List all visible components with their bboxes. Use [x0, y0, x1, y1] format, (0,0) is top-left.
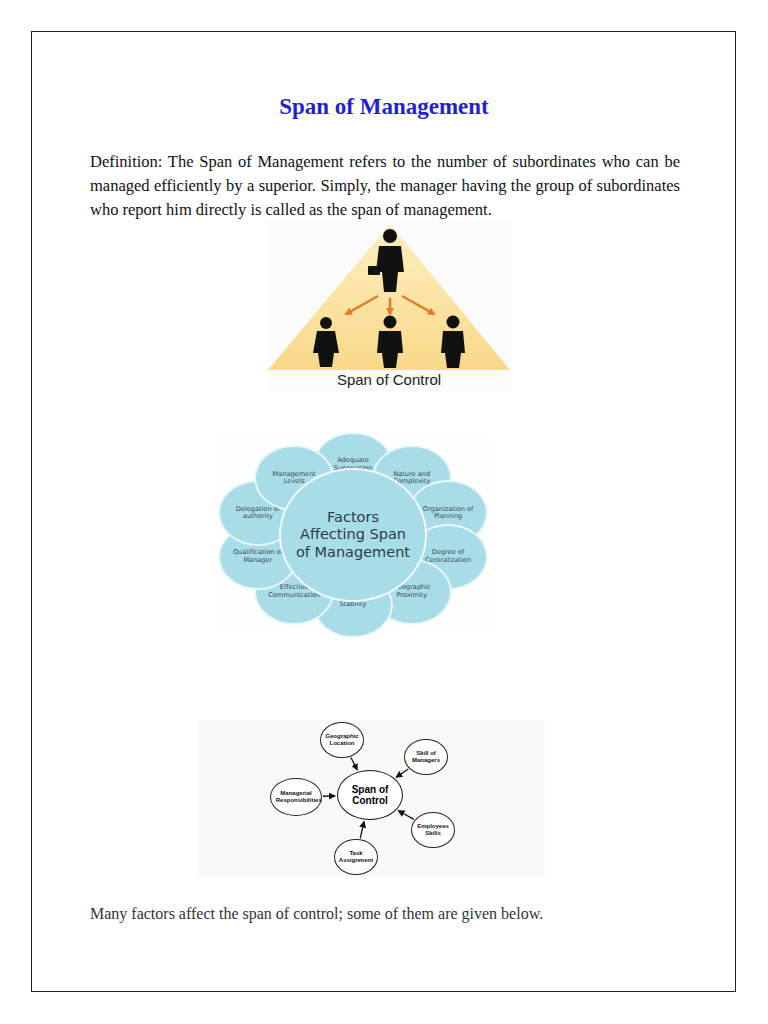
- node-text-group: Factors Affecting Span of Management: [295, 509, 410, 560]
- node-text-group: Organization of Planning: [417, 506, 479, 521]
- figure-caption: Span of Control: [268, 371, 510, 388]
- node-label: Geographic Location: [325, 733, 359, 747]
- node-label: Employees Skills: [416, 823, 450, 837]
- control-circle: Span of Control: [337, 770, 403, 820]
- influence-arrow: [351, 758, 357, 770]
- node-label: Factors Affecting Span of Management: [295, 509, 410, 560]
- influence-arrow: [396, 769, 408, 777]
- node-label: Task Assignment: [339, 850, 373, 864]
- node-label: Span of Control: [344, 784, 395, 807]
- node-text-group: Span of Control: [344, 784, 395, 807]
- node-text-group: Stability: [340, 601, 367, 609]
- node-text-group: Skill of Managers: [409, 750, 443, 764]
- manager-figure: [368, 229, 404, 292]
- node-label: Organization of Planning: [417, 506, 479, 521]
- influence-arrow: [360, 822, 364, 839]
- node-label: Qualification of Manager: [227, 549, 289, 564]
- page-title: Span of Management: [0, 94, 768, 120]
- factors-ground: [215, 438, 491, 630]
- image-ground: [268, 222, 510, 392]
- node-label: Managerial Responsibilities: [276, 790, 317, 804]
- factor-oval: Task Assignment: [334, 839, 378, 875]
- factor-oval: Geographic Location: [320, 722, 364, 758]
- factors-hub: Factors Affecting Span of Management: [279, 468, 427, 602]
- influence-arrow: [398, 811, 414, 820]
- node-text-group: Task Assignment: [339, 850, 373, 864]
- node-text-group: Managerial Responsibilities: [276, 790, 317, 804]
- node-text-group: Employees Skills: [416, 823, 450, 837]
- factor-oval: Skill of Managers: [404, 739, 448, 775]
- definition-text: Definition: The Span of Management refer…: [90, 150, 680, 222]
- node-label: Stability: [340, 601, 367, 609]
- control-ground: [197, 720, 545, 876]
- node-label: Skill of Managers: [409, 750, 443, 764]
- node-text-group: Geographic Location: [325, 733, 359, 747]
- delegation-arrows: [346, 296, 434, 314]
- influence-arrow: [323, 795, 335, 797]
- pyramid: [268, 224, 510, 370]
- body-note: Many factors affect the span of control;…: [90, 905, 543, 923]
- factor-oval: Managerial Responsibilities: [270, 778, 322, 816]
- subordinate-figures: [313, 316, 465, 369]
- factor-oval: Employees Skills: [411, 812, 455, 848]
- node-text-group: Qualification of Manager: [227, 549, 289, 564]
